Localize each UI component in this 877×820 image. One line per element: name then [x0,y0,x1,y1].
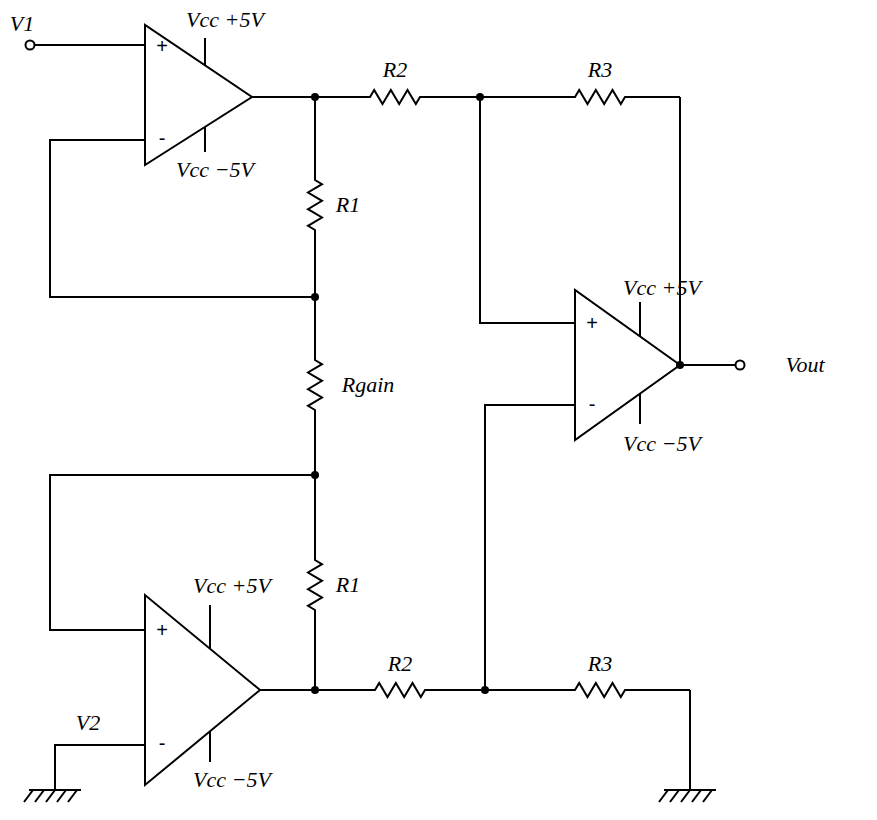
pin-sign: + [584,312,600,334]
supply-label: Vcc −5V [174,158,256,182]
supply-label: Vcc +5V [184,8,266,32]
ground-hatch [692,790,701,802]
part-name: R3 [586,652,614,676]
supply-lead [209,731,211,762]
supply-lead [204,38,206,65]
wire [55,745,145,790]
ground-hatch [659,790,668,802]
ground-hatch [24,790,33,802]
wire [680,364,735,366]
resistor-symbol [485,683,690,697]
supply-lead [209,605,211,649]
part-name: R3 [586,58,614,82]
ground-hatch [703,790,712,802]
part-name: R1 [334,193,362,217]
resistor-symbol [308,475,322,690]
terminal [736,361,745,370]
wire [480,97,575,323]
wire [35,44,145,46]
pin-sign: - [157,732,168,754]
resistor-symbol [315,683,485,697]
ground-hatch [46,790,55,802]
resistor-symbol [315,90,480,104]
ground-hatch [670,790,679,802]
supply-lead [639,302,641,336]
pin-sign: + [154,35,170,57]
junction-dot [311,93,319,101]
wire [252,96,315,98]
junction-dot [311,471,319,479]
opamp-symbol [575,290,680,440]
pin-sign: - [587,393,598,415]
ground-hatch [68,790,77,802]
wire [260,689,315,691]
part-name: R2 [381,58,409,82]
part-name: Rgain [340,373,397,397]
junction-dot [481,686,489,694]
signal-name: Vout [783,353,826,377]
supply-label: Vcc −5V [191,768,273,792]
part-name: R1 [334,573,362,597]
opamp-symbol [145,25,252,165]
supply-label: Vcc +5V [191,574,273,598]
wire [50,140,315,297]
resistor-symbol [308,97,322,297]
signal-name: V2 [74,711,102,735]
supply-lead [639,394,641,424]
junction-dot [676,361,684,369]
wire [485,405,575,690]
wire [679,97,681,365]
supply-label: Vcc +5V [621,276,703,300]
ground-hatch [35,790,44,802]
pin-sign: - [157,127,168,149]
resistor-symbol [480,90,680,104]
junction-dot [476,93,484,101]
wire [50,475,315,630]
part-name: R2 [386,652,414,676]
ground-hatch [681,790,690,802]
opamp-symbol [145,595,260,785]
junction-dot [311,686,319,694]
junction-dot [311,293,319,301]
ground-hatch [57,790,66,802]
terminal [26,41,35,50]
supply-lead [204,127,206,152]
signal-name: V1 [8,12,36,36]
wire [689,690,691,790]
pin-sign: + [154,619,170,641]
supply-label: Vcc −5V [621,432,703,456]
resistor-symbol [308,297,322,475]
